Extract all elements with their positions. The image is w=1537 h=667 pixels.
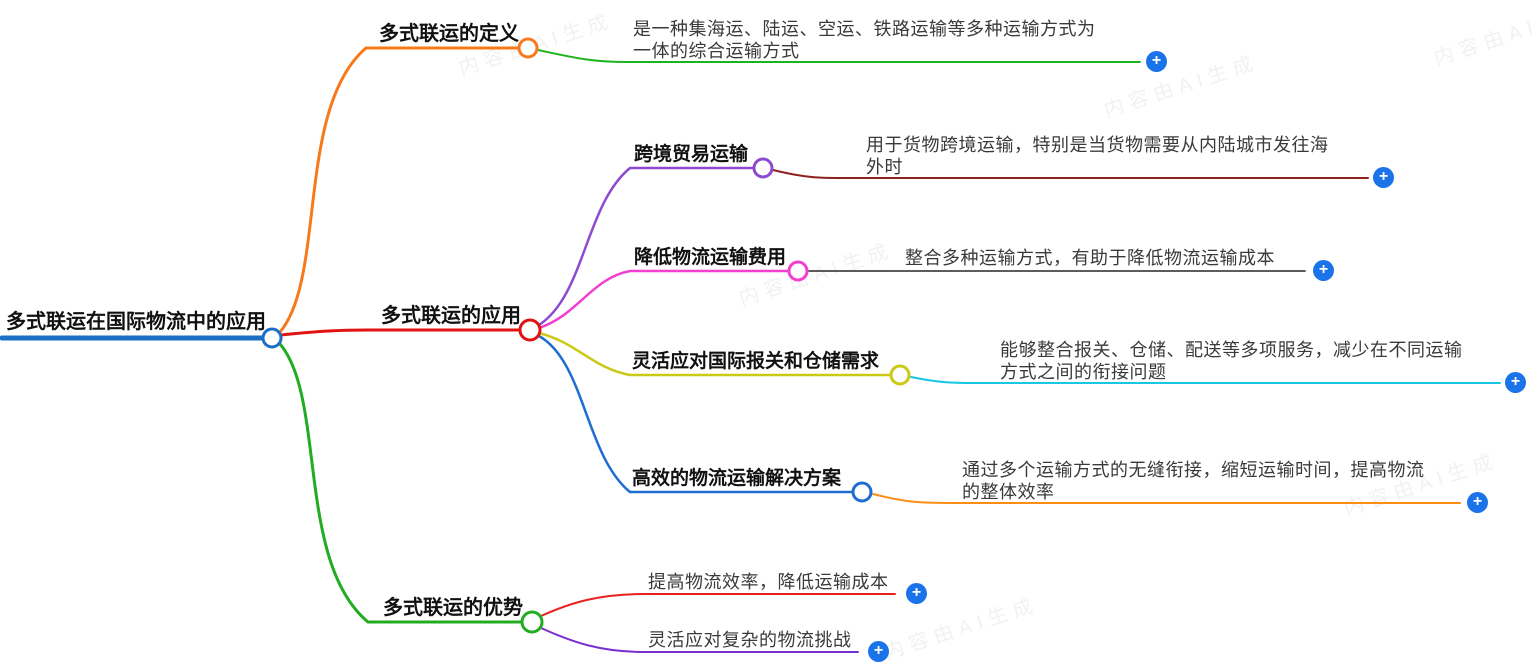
cost-node-handle[interactable] xyxy=(787,260,809,282)
edge-advantage-efficiency-leaf xyxy=(540,593,896,617)
edge-root-application xyxy=(279,328,522,337)
customs-leaf-text[interactable]: 能够整合报关、仓储、配送等多项服务，减少在不同运输 方式之间的衔接问题 xyxy=(1000,340,1463,382)
add-node-button[interactable]: + xyxy=(1146,51,1167,72)
advantage-node-label[interactable]: 多式联运的优势 xyxy=(383,597,523,619)
edge-crossborder-leaf xyxy=(772,169,1369,180)
edge-root-definition xyxy=(278,46,520,334)
plus-icon: + xyxy=(1151,51,1162,69)
root-node-label[interactable]: 多式联运在国际物流中的应用 xyxy=(6,311,266,333)
application-node-handle[interactable] xyxy=(518,318,542,342)
efficiency-leaf-text[interactable]: 提高物流效率，降低运输成本 xyxy=(648,572,889,592)
edge-application-crossborder xyxy=(537,166,755,327)
solution-node-handle[interactable] xyxy=(851,481,873,503)
plus-icon: + xyxy=(1318,260,1329,278)
edge-definition-leaf xyxy=(537,49,1141,63)
add-node-button[interactable]: + xyxy=(1467,492,1488,513)
flexibility-leaf-text[interactable]: 灵活应对复杂的物流挑战 xyxy=(648,630,852,650)
customs-node-label[interactable]: 灵活应对国际报关和仓储需求 xyxy=(632,351,880,372)
add-node-button[interactable]: + xyxy=(1313,260,1334,281)
edge-root-advantage xyxy=(278,342,524,624)
plus-icon: + xyxy=(1510,372,1521,390)
application-node-label[interactable]: 多式联运的应用 xyxy=(381,305,521,327)
plus-icon: + xyxy=(873,641,884,659)
definition-leaf-text[interactable]: 是一种集海运、陆运、空运、铁路运输等多种运输方式为 一体的综合运输方式 xyxy=(633,19,1096,61)
crossborder-node-label[interactable]: 跨境贸易运输 xyxy=(634,144,749,165)
advantage-node-handle[interactable] xyxy=(520,610,544,634)
plus-icon: + xyxy=(1378,167,1389,185)
add-node-button[interactable]: + xyxy=(906,583,927,604)
solution-leaf-text[interactable]: 通过多个运输方式的无缝衔接，缩短运输时间，提高物流 的整体效率 xyxy=(962,460,1425,502)
customs-node-handle[interactable] xyxy=(889,364,911,386)
solution-node-label[interactable]: 高效的物流运输解决方案 xyxy=(632,468,842,489)
add-node-button[interactable]: + xyxy=(1373,167,1394,188)
crossborder-leaf-text[interactable]: 用于货物跨境运输，特别是当货物需要从内陆城市发往海 外时 xyxy=(866,135,1329,177)
edge-solution-leaf xyxy=(872,493,1461,504)
edge-application-cost xyxy=(537,269,790,330)
plus-icon: + xyxy=(1472,492,1483,510)
edge-advantage-flexibility-leaf xyxy=(540,627,859,653)
crossborder-node-handle[interactable] xyxy=(752,157,774,179)
cost-leaf-text[interactable]: 整合多种运输方式，有助于降低物流运输成本 xyxy=(905,248,1275,268)
add-node-button[interactable]: + xyxy=(868,641,889,662)
cost-node-label[interactable]: 降低物流运输费用 xyxy=(634,247,787,268)
edge-customs-leaf xyxy=(910,376,1501,385)
plus-icon: + xyxy=(911,583,922,601)
edge-application-solution xyxy=(537,334,854,494)
add-node-button[interactable]: + xyxy=(1505,372,1526,393)
edge-application-customs xyxy=(537,331,892,377)
root-node-handle[interactable] xyxy=(261,327,283,349)
definition-node-handle[interactable] xyxy=(517,37,539,59)
definition-node-label[interactable]: 多式联运的定义 xyxy=(379,23,519,45)
